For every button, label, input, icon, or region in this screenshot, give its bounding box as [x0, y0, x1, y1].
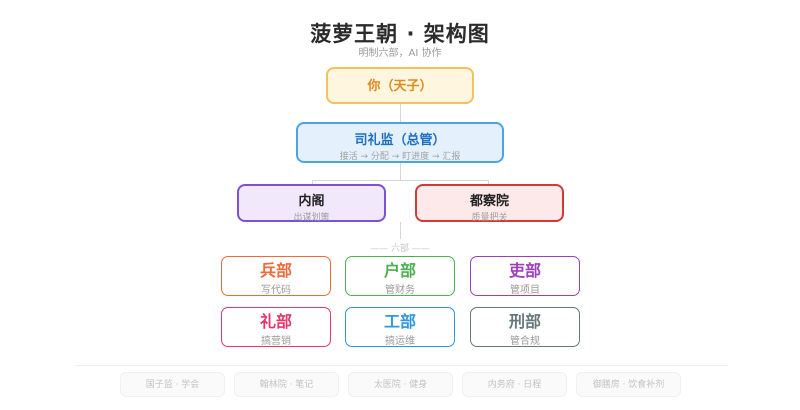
ministry-revenue-desc: 管财务	[385, 285, 415, 296]
ministry-war-desc: 写代码	[261, 285, 291, 296]
ministry-personnel-desc: 管项目	[510, 285, 540, 296]
six-ministries-label: —— 六部 ——	[370, 244, 430, 254]
connector-to-ministries	[400, 222, 401, 239]
section-divider	[75, 365, 728, 366]
node-ministry-personnel[interactable]: 吏部 管项目	[470, 256, 580, 296]
minor-office-kitchen[interactable]: 御膳房 · 饮食补剂	[576, 372, 681, 397]
ministry-rites-label: 礼部	[259, 312, 292, 331]
node-director-label: 司礼监（总管）	[354, 133, 446, 148]
node-ministry-works[interactable]: 工部 搞运维	[345, 307, 455, 347]
connector-horizontal	[312, 180, 488, 181]
node-cabinet[interactable]: 内阁 出谋划策	[237, 184, 386, 223]
ministry-revenue-label: 户部	[383, 261, 416, 280]
node-director[interactable]: 司礼监（总管） 接活 → 分配 → 盯进度 → 汇报	[296, 122, 504, 163]
node-cabinet-desc: 出谋划策	[293, 213, 330, 223]
connector-right-drop	[488, 180, 489, 185]
ministry-justice-label: 刑部	[508, 312, 541, 331]
node-director-desc: 接活 → 分配 → 盯进度 → 汇报	[339, 152, 461, 162]
node-ministry-justice[interactable]: 刑部 管合规	[470, 307, 580, 347]
node-cabinet-label: 内阁	[298, 194, 325, 209]
ministry-personnel-label: 吏部	[508, 261, 541, 280]
ministry-works-label: 工部	[383, 312, 416, 331]
ministry-justice-desc: 管合规	[510, 336, 540, 347]
node-censorate[interactable]: 都察院 质量把关	[415, 184, 564, 223]
node-ministry-rites[interactable]: 礼部 搞营销	[221, 307, 331, 347]
connector-emperor-director	[400, 104, 401, 123]
minor-office-medical[interactable]: 太医院 · 健身	[348, 372, 453, 397]
ministry-rites-desc: 搞营销	[261, 336, 291, 347]
ministry-war-label: 兵部	[259, 261, 292, 280]
page-subtitle: 明制六部，AI 协作	[358, 48, 442, 59]
ministry-works-desc: 搞运维	[385, 336, 415, 347]
node-emperor-label: 你（天子）	[367, 79, 433, 94]
node-ministry-revenue[interactable]: 户部 管财务	[345, 256, 455, 296]
minor-office-household[interactable]: 内务府 · 日程	[462, 372, 567, 397]
minor-office-hanlin[interactable]: 翰林院 · 笔记	[234, 372, 339, 397]
node-ministry-war[interactable]: 兵部 写代码	[221, 256, 331, 296]
node-censorate-desc: 质量把关	[471, 213, 508, 223]
connector-left-drop	[312, 180, 313, 185]
node-emperor[interactable]: 你（天子）	[326, 67, 474, 104]
node-censorate-label: 都察院	[469, 194, 509, 209]
page-title: 菠萝王朝 · 架构图	[310, 22, 490, 46]
minor-office-academy[interactable]: 国子监 · 学会	[120, 372, 225, 397]
connector-director-down	[400, 163, 401, 180]
